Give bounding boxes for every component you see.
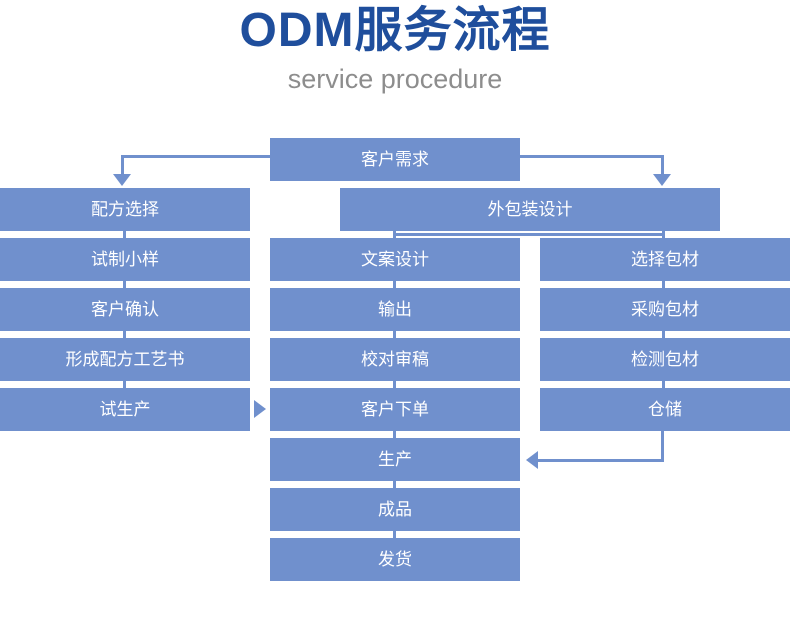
node-finished-product[interactable]: 成品 (270, 488, 520, 531)
connector-right-4-5 (662, 381, 665, 388)
connector-warehouse-down (661, 431, 664, 461)
node-customer-requirement[interactable]: 客户需求 (270, 138, 520, 181)
arrow-down-to-formula (113, 174, 131, 186)
node-copy-design[interactable]: 文案设计 (270, 238, 520, 281)
arrow-left-to-production (526, 451, 538, 469)
connector-left-4-5 (123, 381, 126, 388)
connector-pkg-design-to-copy (393, 231, 396, 238)
node-output[interactable]: 输出 (270, 288, 520, 331)
connector-right-drop (661, 155, 664, 175)
connector-left-drop (121, 155, 124, 175)
node-inspect-packaging-material[interactable]: 检测包材 (540, 338, 790, 381)
connector-tail-2-3 (393, 531, 396, 538)
page-title: ODM服务流程 (239, 4, 551, 57)
connector-start-to-left (121, 155, 273, 158)
connector-mid-4-5 (393, 381, 396, 388)
node-customer-confirmation[interactable]: 客户确认 (0, 288, 250, 331)
connector-right-2-3 (662, 281, 665, 288)
connector-right-3-4 (662, 331, 665, 338)
node-production[interactable]: 生产 (270, 438, 520, 481)
node-proofreading[interactable]: 校对审稿 (270, 338, 520, 381)
arrow-down-to-packaging-design (653, 174, 671, 186)
node-purchase-packaging-material[interactable]: 采购包材 (540, 288, 790, 331)
node-select-packaging-material[interactable]: 选择包材 (540, 238, 790, 281)
connector-mid-5-6 (393, 431, 396, 438)
connector-pkg-design-to-material (662, 231, 665, 238)
connector-left-2-3 (123, 281, 126, 288)
arrow-right-trial-to-order (254, 400, 266, 418)
node-trial-sample[interactable]: 试制小样 (0, 238, 250, 281)
node-trial-production[interactable]: 试生产 (0, 388, 250, 431)
connector-pkg-design-split (393, 233, 665, 236)
connector-formula-1-2 (123, 231, 126, 238)
connector-mid-2-3 (393, 281, 396, 288)
connector-left-3-4 (123, 331, 126, 338)
page-subtitle: service procedure (287, 64, 503, 94)
connector-tail-1-2 (393, 481, 396, 488)
connector-start-to-right (518, 155, 664, 158)
node-formula-selection[interactable]: 配方选择 (0, 188, 250, 231)
node-outer-packaging-design[interactable]: 外包装设计 (340, 188, 720, 231)
node-warehousing[interactable]: 仓储 (540, 388, 790, 431)
connector-warehouse-to-production (538, 459, 664, 462)
node-shipment[interactable]: 发货 (270, 538, 520, 581)
node-customer-order[interactable]: 客户下单 (270, 388, 520, 431)
node-formula-process-document[interactable]: 形成配方工艺书 (0, 338, 250, 381)
connector-mid-3-4 (393, 331, 396, 338)
